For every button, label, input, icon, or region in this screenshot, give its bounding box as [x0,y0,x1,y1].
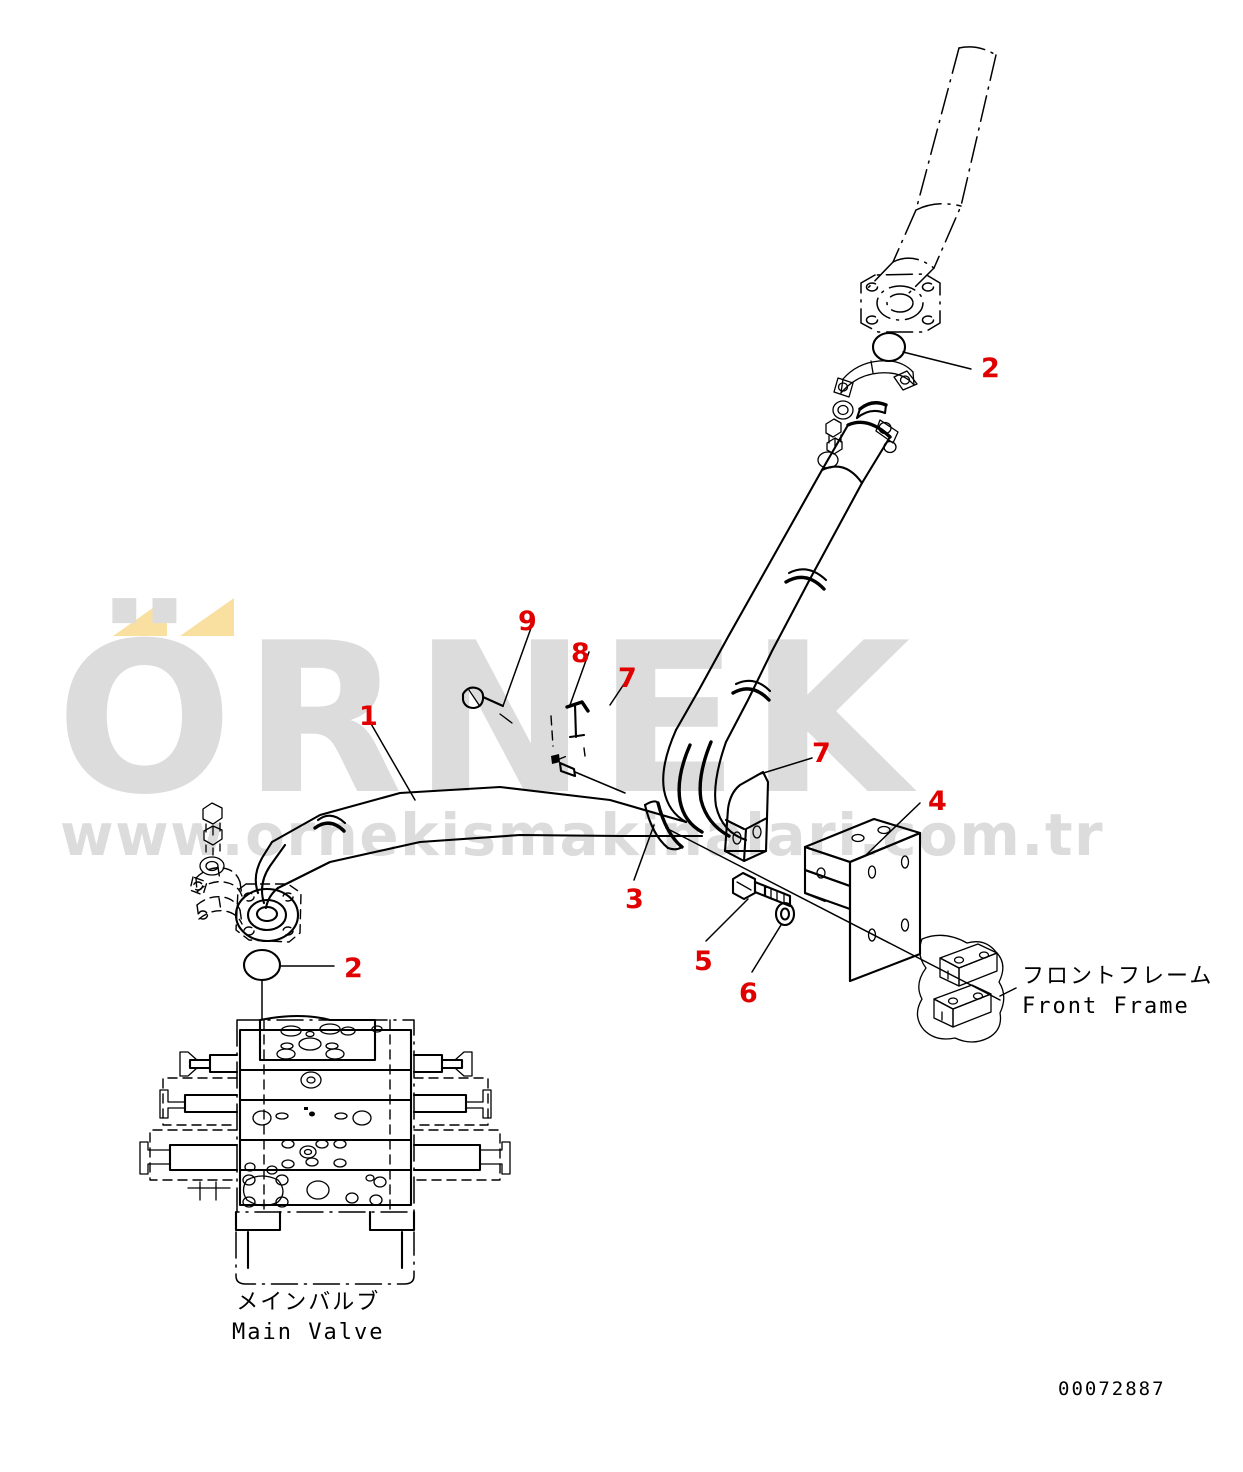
item4-mount-bracket [803,802,922,983]
callout-7-upper: 7 [618,663,637,694]
callout-1: 1 [359,701,378,732]
upper-pipe-end-collar [817,400,899,485]
callout-2-lower: 2 [344,953,363,984]
item1-leader [369,721,416,801]
callout-8: 8 [571,638,590,669]
assembly-axis-line [665,827,1001,1001]
front-frame-phantom [916,934,1017,1043]
label-main-valve: メインバルブ Main Valve [232,1288,384,1347]
upper-split-flange-clamp [833,360,918,398]
item7-upper-leader [609,677,629,706]
label-front-frame: フロントフレーム Front Frame [1022,962,1213,1021]
callout-7-lower: 7 [812,738,831,769]
label-main-valve-jp: メインバルブ [236,1290,381,1315]
callout-9: 9 [518,606,537,637]
upper-phantom-pipe [860,46,997,333]
main-pipe-item1 [254,468,864,910]
callout-3: 3 [625,884,644,915]
callout-2-upper: 2 [981,353,1000,384]
callout-6: 6 [739,978,758,1009]
label-front-frame-en: Front Frame [1022,993,1190,1019]
drawing-part-code: 00072887 [1058,1378,1166,1400]
item6-washer [751,901,796,973]
callout-5: 5 [694,946,713,977]
callout-4: 4 [928,786,947,817]
main-valve-phantom [139,1014,511,1285]
label-front-frame-jp: フロントフレーム [1022,964,1214,989]
left-pipe-end-flange [189,802,302,943]
oring-lower-item2 [242,948,335,1021]
item3-leader [633,824,655,881]
item7-clamp-plate [723,757,813,863]
item8-bracket [550,651,626,794]
oring-upper-item2 [871,331,972,370]
item5-bolt [705,871,792,942]
item9-clip [461,627,532,724]
label-main-valve-en: Main Valve [232,1319,385,1345]
